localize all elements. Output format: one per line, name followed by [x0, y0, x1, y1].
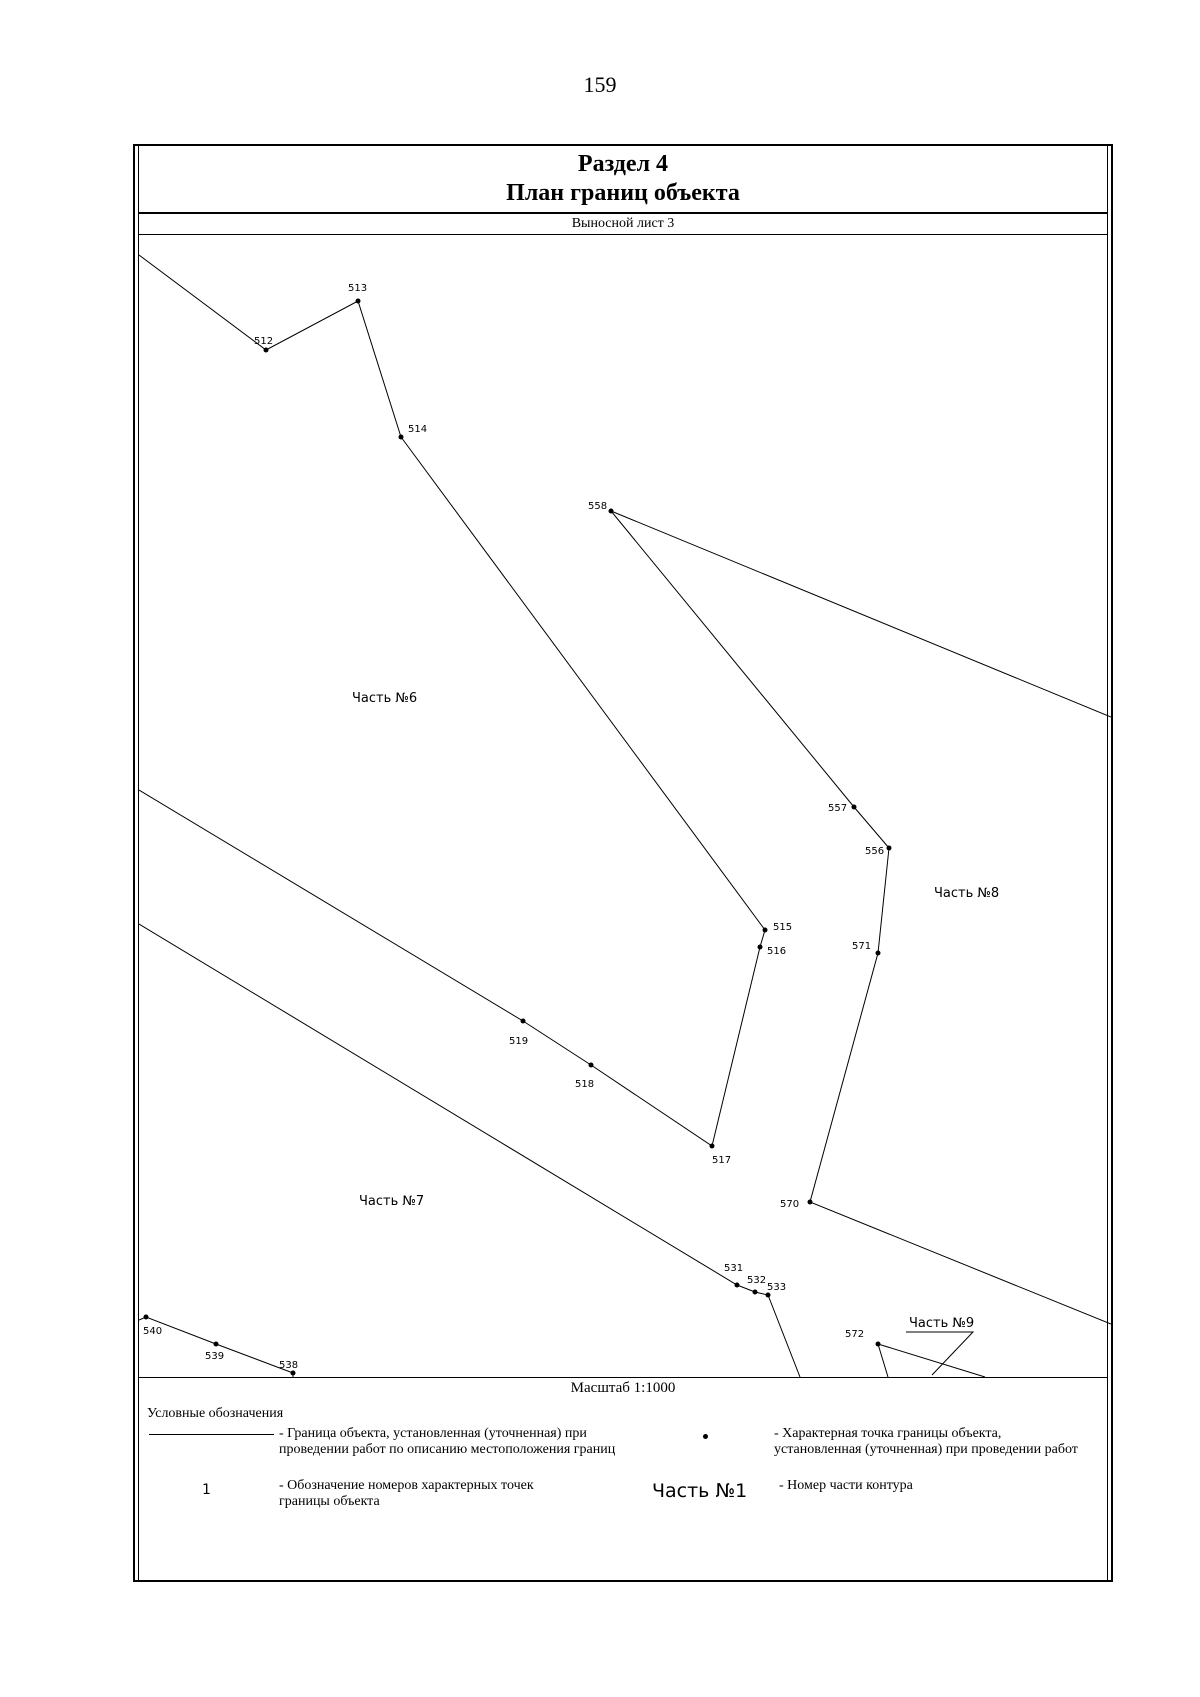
point-label-558: 558 — [588, 501, 607, 512]
legend-part-text: - Номер части контура — [779, 1478, 913, 1493]
point-570 — [807, 1199, 813, 1205]
point-558 — [608, 508, 614, 514]
point-516 — [757, 944, 763, 950]
legend: Условные обозначения - Граница объекта, … — [139, 1398, 1107, 1578]
boundary-line-572 — [877, 1343, 986, 1377]
point-labels: 512 513 514 515 516 517 518 519 531 532 … — [143, 283, 884, 1371]
point-531 — [734, 1282, 740, 1288]
point-517 — [709, 1143, 715, 1149]
point-512 — [263, 347, 269, 353]
legend-boundary-text: - Граница объекта, установленная (уточне… — [279, 1426, 616, 1457]
point-513 — [355, 298, 361, 304]
point-540 — [143, 1314, 149, 1320]
point-label-570: 570 — [780, 1199, 799, 1210]
boundary-line-558-edge — [610, 510, 1111, 718]
boundary-line-531-edge — [139, 923, 801, 1377]
point-label-532: 532 — [747, 1275, 766, 1286]
boundary-line-558-556 — [610, 510, 890, 849]
point-572 — [875, 1341, 881, 1347]
legend-point-text: - Характерная точка границы объекта, уст… — [774, 1426, 1078, 1457]
boundary-line-517-519 — [139, 789, 713, 1147]
boundary-line-556-570 — [809, 847, 1111, 1325]
point-label-539: 539 — [205, 1351, 224, 1362]
point-label-516: 516 — [767, 946, 786, 957]
sheet-label: Выносной лист 3 — [139, 214, 1107, 235]
legend-number-text: - Обозначение номеров характерных точек … — [279, 1478, 534, 1509]
point-556 — [886, 845, 892, 851]
point-label-519: 519 — [509, 1036, 528, 1047]
scale-label: Масштаб 1:1000 — [139, 1377, 1107, 1398]
point-label-538: 538 — [279, 1360, 298, 1371]
plan-frame: Раздел 4 План границ объекта Выносной ли… — [133, 144, 1113, 1582]
point-label-533: 533 — [767, 1282, 786, 1293]
plan-frame-inner: Раздел 4 План границ объекта Выносной ли… — [138, 146, 1111, 1580]
page-number: 159 — [583, 72, 617, 97]
legend-part-sample: Часть №1 — [652, 1480, 748, 1502]
point-label-557: 557 — [828, 803, 847, 814]
point-label-512: 512 — [254, 336, 273, 347]
boundary-points — [143, 298, 892, 1376]
point-557 — [851, 804, 857, 810]
part-label-8: Часть №8 — [934, 886, 999, 901]
plan-title: План границ объекта — [506, 180, 740, 206]
boundary-map: 512 513 514 515 516 517 518 519 531 532 … — [139, 235, 1111, 1377]
part-label-9: Часть №9 — [909, 1316, 974, 1331]
boundary-line-514-517 — [400, 436, 766, 1147]
legend-number-sample: 1 — [202, 1482, 211, 1498]
point-539 — [213, 1341, 219, 1347]
leader-line-part9 — [906, 1331, 975, 1376]
point-label-571: 571 — [852, 941, 871, 952]
point-514 — [398, 434, 404, 440]
title-block: Раздел 4 План границ объекта — [139, 146, 1107, 214]
legend-boundary-line-symbol — [149, 1434, 274, 1435]
boundary-line-512-514 — [139, 254, 402, 438]
part-label-6: Часть №6 — [352, 691, 417, 706]
point-519 — [520, 1018, 526, 1024]
point-515 — [762, 927, 768, 933]
legend-point-symbol — [703, 1434, 708, 1439]
point-538 — [290, 1370, 296, 1376]
point-label-572: 572 — [845, 1329, 864, 1340]
boundary-lines — [139, 254, 1111, 1377]
point-label-517: 517 — [712, 1155, 731, 1166]
point-532 — [752, 1289, 758, 1295]
boundary-line-540-538 — [139, 1316, 294, 1377]
point-label-556: 556 — [865, 846, 884, 857]
point-label-540: 540 — [143, 1326, 162, 1337]
boundary-map-svg: 512 513 514 515 516 517 518 519 531 532 … — [139, 254, 1111, 1377]
point-label-513: 513 — [348, 283, 367, 294]
legend-title: Условные обозначения — [147, 1406, 284, 1421]
point-518 — [588, 1062, 594, 1068]
point-label-515: 515 — [773, 922, 792, 933]
part-label-7: Часть №7 — [359, 1194, 424, 1209]
point-label-518: 518 — [575, 1079, 594, 1090]
point-571 — [875, 950, 881, 956]
point-533 — [765, 1292, 771, 1298]
section-title: Раздел 4 — [577, 151, 669, 177]
point-label-531: 531 — [724, 1263, 743, 1274]
part-labels: Часть №6 Часть №7 Часть №8 Часть №9 — [352, 691, 999, 1331]
point-label-514: 514 — [408, 424, 427, 435]
